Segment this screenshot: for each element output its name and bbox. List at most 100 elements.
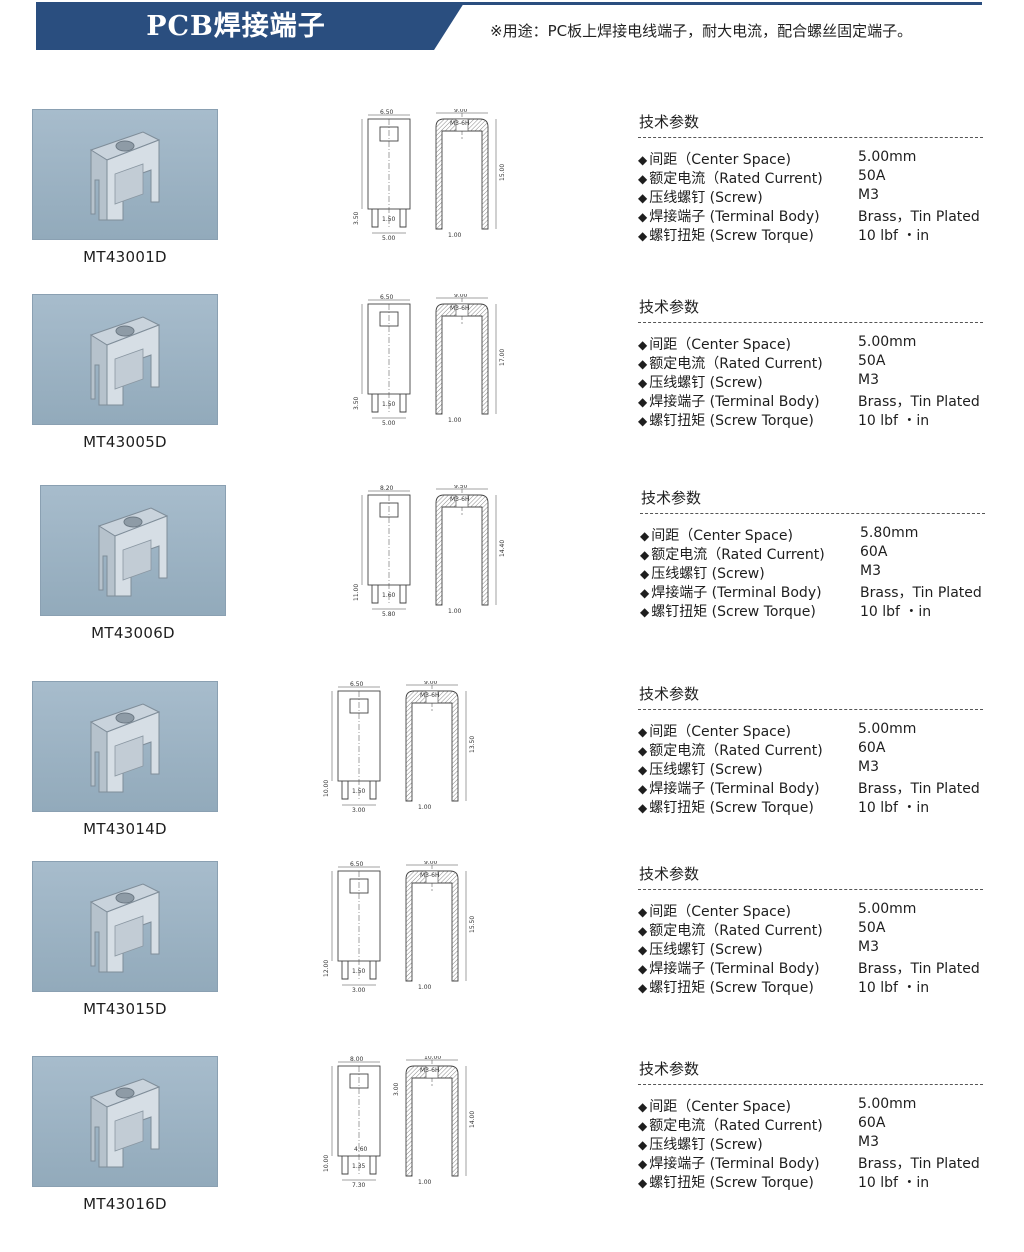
- spec-value: 5.00mm: [858, 149, 917, 165]
- diamond-bullet-icon: ◆: [638, 924, 648, 938]
- spec-row-rated-current: ◆额定电流（Rated Current)60A: [640, 544, 985, 563]
- dimension-label: 11.00: [353, 584, 360, 601]
- spec-row-screw-torque: ◆螺钉扭矩 (Screw Torque) 10 lbf ・in: [638, 1172, 983, 1191]
- diamond-bullet-icon: ◆: [638, 229, 648, 243]
- spec-value: Brass，Tin Plated: [860, 585, 982, 601]
- spec-row-rated-current: ◆额定电流（Rated Current)60A: [638, 1115, 983, 1134]
- product-photo: [40, 485, 226, 616]
- page-header: PCB焊接端子 ※用途：PC板上焊接电线端子，耐大电流，配合螺丝固定端子。: [0, 0, 1024, 56]
- spec-value: M3: [858, 1134, 879, 1150]
- dimension-label: 6.50: [350, 681, 364, 688]
- spec-label: ◆压线螺钉 (Screw): [638, 187, 763, 207]
- spec-label: ◆焊接端子 (Terminal Body): [638, 391, 820, 411]
- spec-value: 50A: [858, 168, 886, 184]
- spec-label-text: 压线螺钉 (Screw): [649, 190, 763, 206]
- terminal-render-image: [89, 1078, 161, 1168]
- spec-label: ◆焊接端子 (Terminal Body): [638, 778, 820, 798]
- diamond-bullet-icon: ◆: [638, 376, 648, 390]
- dimension-label: 3.00: [352, 807, 366, 814]
- spec-value: 60A: [860, 544, 888, 560]
- spec-label: ◆间距（Center Space): [638, 901, 791, 921]
- spec-value: 60A: [858, 740, 886, 756]
- spec-label: ◆螺钉扭矩 (Screw Torque): [638, 797, 814, 817]
- spec-label-text: 螺钉扭矩 (Screw Torque): [651, 604, 816, 620]
- spec-label-text: 压线螺钉 (Screw): [649, 762, 763, 778]
- spec-label-text: 焊接端子 (Terminal Body): [649, 1156, 820, 1172]
- spec-label-text: 螺钉扭矩 (Screw Torque): [649, 228, 814, 244]
- product-photo: [32, 294, 218, 425]
- spec-value: Brass，Tin Plated: [858, 961, 980, 977]
- dimension-label: 1.50: [352, 968, 366, 975]
- spec-value: 5.00mm: [858, 901, 917, 917]
- spec-table: 技术参数◆间距（Center Space)5.00mm◆额定电流（Rated C…: [638, 863, 983, 996]
- dimension-label: 10.00: [424, 1056, 441, 1061]
- dimension-label: 1.00: [418, 1179, 432, 1186]
- spec-row-screw: ◆压线螺钉 (Screw)M3: [638, 372, 983, 391]
- spec-row-center-space: ◆间距（Center Space)5.00mm: [638, 334, 983, 353]
- diamond-bullet-icon: ◆: [640, 586, 650, 600]
- dimension-label: M3-6H: [450, 120, 470, 127]
- model-number: MT43015D: [83, 1000, 167, 1018]
- dimension-label: 8.00: [350, 1056, 364, 1063]
- spec-label: ◆螺钉扭矩 (Screw Torque): [640, 601, 816, 621]
- model-number: MT43001D: [83, 248, 167, 266]
- spec-table: 技术参数◆间距（Center Space)5.00mm◆额定电流（Rated C…: [638, 296, 983, 429]
- dimension-label: 6.50: [380, 294, 394, 301]
- terminal-render-image: [89, 131, 161, 221]
- spec-row-center-space: ◆间距（Center Space)5.00mm: [638, 721, 983, 740]
- spec-row-rated-current: ◆额定电流（Rated Current)50A: [638, 920, 983, 939]
- spec-label: ◆间距（Center Space): [638, 334, 791, 354]
- dimension-label: M3-6H: [420, 692, 440, 699]
- spec-label-text: 螺钉扭矩 (Screw Torque): [649, 1175, 814, 1191]
- spec-value: Brass，Tin Plated: [858, 781, 980, 797]
- dashed-divider: [638, 137, 983, 138]
- diamond-bullet-icon: ◆: [640, 605, 650, 619]
- spec-title: 技术参数: [639, 1060, 700, 1078]
- diamond-bullet-icon: ◆: [638, 1176, 648, 1190]
- spec-label-text: 焊接端子 (Terminal Body): [649, 961, 820, 977]
- spec-label-text: 间距（Center Space): [649, 904, 791, 920]
- spec-table: 技术参数◆间距（Center Space)5.80mm◆额定电流（Rated C…: [640, 487, 985, 620]
- dashed-divider: [640, 513, 985, 514]
- dimension-label: 9.00: [424, 681, 438, 686]
- spec-label: ◆额定电流（Rated Current): [638, 1115, 823, 1135]
- dimension-label: M3-6H: [450, 496, 470, 503]
- dashed-divider: [638, 322, 983, 323]
- spec-row-terminal-body: ◆焊接端子 (Terminal Body) Brass，Tin Plated: [640, 582, 985, 601]
- dimension-label: 8.20: [380, 485, 394, 492]
- spec-row-screw-torque: ◆螺钉扭矩 (Screw Torque)10 lbf ・in: [638, 977, 983, 996]
- spec-value: M3: [860, 563, 881, 579]
- dashed-divider: [638, 1084, 983, 1085]
- spec-label: ◆焊接端子 (Terminal Body): [638, 206, 820, 226]
- terminal-render-image: [89, 316, 161, 406]
- dimension-label: 13.50: [469, 736, 476, 753]
- spec-label-text: 焊接端子 (Terminal Body): [651, 585, 822, 601]
- diamond-bullet-icon: ◆: [638, 1138, 648, 1152]
- spec-label-text: 间距（Center Space): [649, 152, 791, 168]
- spec-value: M3: [858, 372, 879, 388]
- header-rule: [36, 2, 982, 5]
- product-photo: [32, 681, 218, 812]
- dimension-label: 7.30: [352, 1182, 366, 1189]
- spec-label: ◆间距（Center Space): [638, 721, 791, 741]
- spec-label-text: 额定电流（Rated Current): [649, 356, 823, 372]
- dimension-label: 17.00: [499, 349, 506, 366]
- dimension-label: 14.00: [469, 1111, 476, 1128]
- spec-row-screw-torque: ◆螺钉扭矩 (Screw Torque)10 lbf ・in: [638, 225, 983, 244]
- diamond-bullet-icon: ◆: [638, 338, 648, 352]
- spec-value: 10 lbf ・in: [858, 1175, 930, 1191]
- dimension-label: 3.50: [353, 396, 360, 410]
- spec-table: 技术参数◆间距（Center Space)5.00mm◆额定电流（Rated C…: [638, 111, 983, 244]
- dimension-label: 9.00: [424, 861, 438, 866]
- spec-value: M3: [858, 187, 879, 203]
- diamond-bullet-icon: ◆: [638, 153, 648, 167]
- model-number: MT43016D: [83, 1195, 167, 1213]
- spec-row-screw: ◆压线螺钉 (Screw)M3: [638, 759, 983, 778]
